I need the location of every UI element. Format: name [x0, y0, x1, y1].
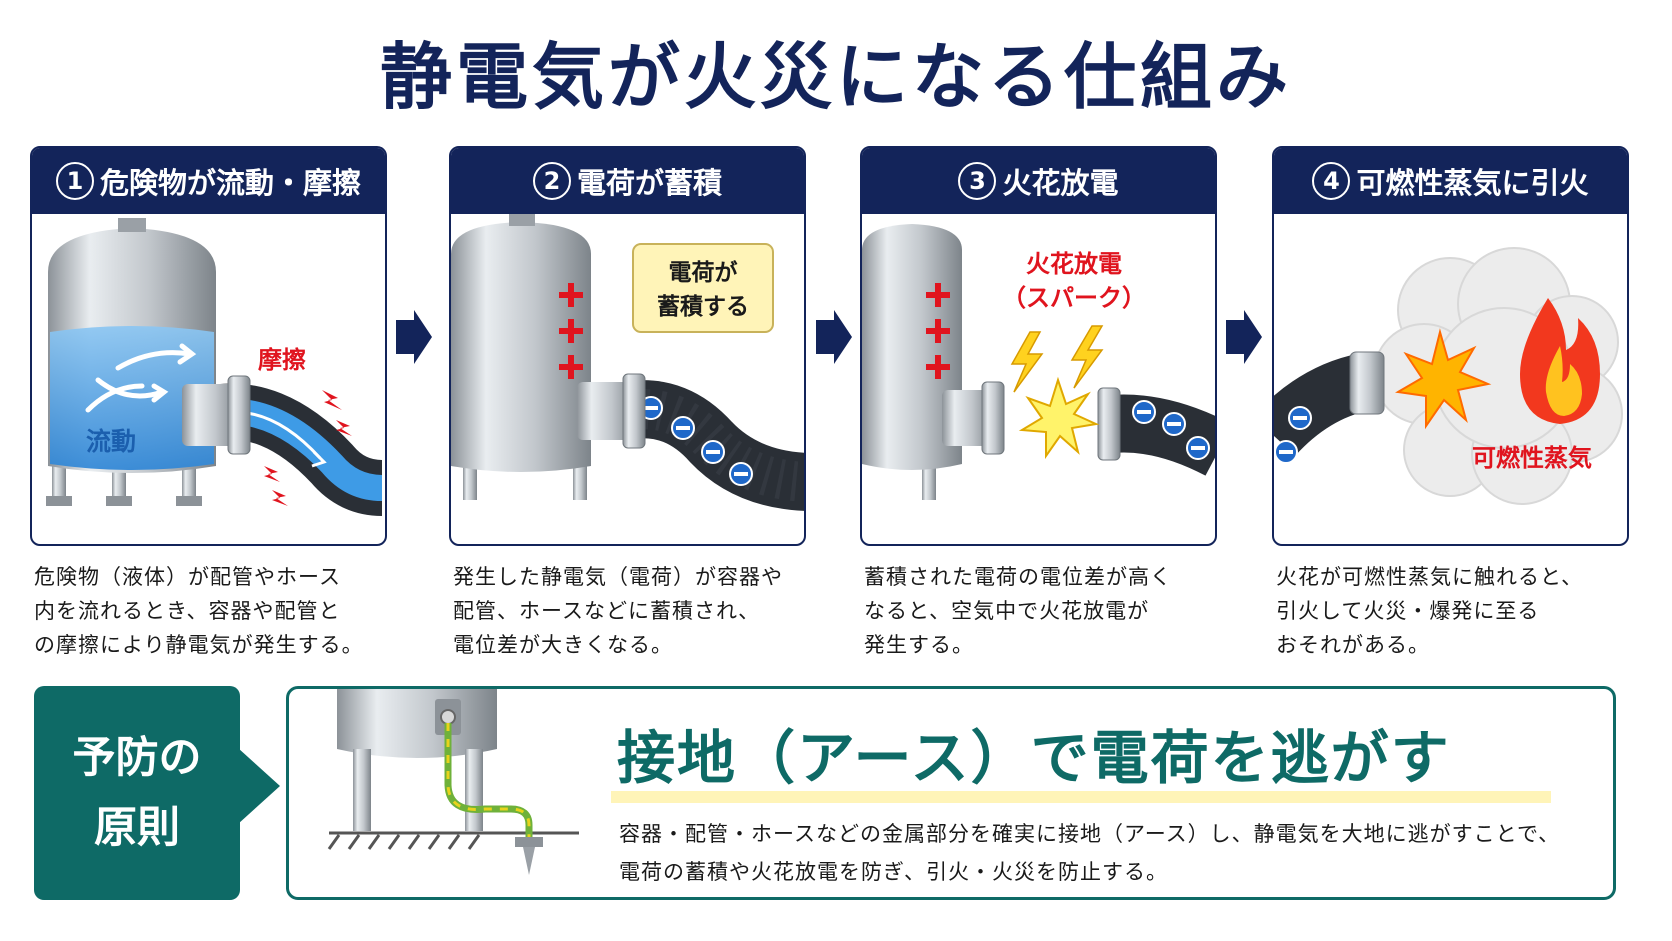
desc-line: 危険物（液体）が配管やホース	[34, 565, 341, 589]
friction-spark-icon	[264, 390, 352, 506]
step-2-description: 発生した静電気（電荷）が容器や 配管、ホースなどに蓄積され、 電位差が大きくなる…	[449, 560, 806, 662]
next-step-arrow-icon	[816, 310, 852, 364]
next-step-arrow-icon	[396, 310, 432, 364]
negative-charge-icon	[1132, 400, 1210, 460]
step-1: 1 危険物が流動・摩擦	[30, 146, 387, 662]
next-step-arrow-icon	[1226, 310, 1262, 364]
step-3-heading: 3 火花放電	[862, 148, 1215, 214]
step-4-description: 火花が可燃性蒸気に触れると、 引火して火災・爆発に至る おそれがある。	[1272, 560, 1629, 662]
spark-burst-icon	[1395, 328, 1492, 430]
step-number-badge: 2	[532, 162, 571, 200]
desc-line: 電位差が大きくなる。	[453, 633, 673, 657]
desc-line: おそれがある。	[1276, 633, 1430, 657]
desc-line: 配管、ホースなどに蓄積され、	[453, 599, 761, 623]
ground-hatch-icon	[327, 831, 579, 850]
prevention-arrow-icon	[238, 748, 280, 824]
flow-friction-illustration: 流動 摩擦	[46, 218, 384, 516]
desc-line: の摩擦により静電気が発生する。	[34, 633, 364, 657]
charge-accumulation-illustration: 電荷が 蓄積する	[451, 214, 804, 511]
step-2-heading: 2 電荷が蓄積	[451, 148, 804, 214]
step-title: 可燃性蒸気に引火	[1356, 166, 1589, 200]
step-title: 火花放電	[1002, 166, 1119, 200]
page-title: 静電気が火災になる仕組み	[379, 35, 1292, 119]
step-3-card: 3 火花放電	[860, 146, 1217, 546]
charge-callout	[632, 243, 774, 333]
prevention-label-line: 原則	[94, 803, 180, 853]
pipe-flange-icon	[182, 375, 251, 455]
step-4-card: 4 可燃性蒸気に引火 可燃性蒸気	[1272, 146, 1629, 546]
spark-label: （スパーク）	[1002, 284, 1146, 312]
tank-icon	[862, 224, 962, 500]
vapor-label: 可燃性蒸気	[1472, 444, 1592, 472]
desc-line: 容器・配管・ホースなどの金属部分を確実に接地（アース）し、静電気を大地に逃がすこ…	[619, 822, 1561, 846]
ignition-illustration: 可燃性蒸気	[1274, 247, 1623, 505]
step-3-description: 蓄積された電荷の電位差が高く なると、空気中で火花放電が 発生する。	[860, 560, 1217, 662]
step-1-description: 危険物（液体）が配管やホース 内を流れるとき、容器や配管と の摩擦により静電気が…	[30, 560, 387, 662]
positive-charge-icon	[926, 283, 950, 379]
callout-line: 蓄積する	[657, 294, 749, 320]
spark-burst-icon	[1018, 376, 1100, 460]
flow-label: 流動	[86, 427, 136, 456]
grounding-illustration	[327, 689, 579, 875]
desc-line: 火花が可燃性蒸気に触れると、	[1276, 565, 1584, 589]
step-number-badge: 3	[958, 162, 997, 200]
desc-line: 引火して火災・爆発に至る	[1276, 599, 1540, 623]
negative-charge-icon	[1274, 406, 1312, 464]
hose-icon	[1274, 351, 1385, 456]
desc-line: 蓄積された電荷の電位差が高く	[864, 565, 1172, 589]
desc-line: なると、空気中で火花放電が	[864, 599, 1150, 623]
desc-line: 電荷の蓄積や火花放電を防ぎ、引火・火災を防止する。	[619, 860, 1168, 884]
prevention-description: 容器・配管・ホースなどの金属部分を確実に接地（アース）し、静電気を大地に逃がすこ…	[619, 815, 1560, 891]
spark-label: 火花放電	[1026, 250, 1122, 278]
flame-icon	[1520, 298, 1600, 424]
pipe-flange-icon	[942, 381, 1005, 455]
step-4-heading: 4 可燃性蒸気に引火	[1274, 148, 1627, 214]
prevention-label-line: 予防の	[72, 733, 202, 783]
title-highlight	[611, 791, 1551, 803]
step-2-card: 2 電荷が蓄積	[449, 146, 806, 546]
pipe-flange-icon	[577, 373, 646, 449]
tank-icon	[451, 214, 591, 500]
prevention-label-box: 予防の 原則	[34, 686, 240, 900]
callout-line: 電荷が	[669, 259, 738, 286]
step-1-card: 1 危険物が流動・摩擦	[30, 146, 387, 546]
step-number-badge: 4	[1312, 162, 1351, 200]
step-title: 危険物が流動・摩擦	[99, 166, 361, 200]
step-number-badge: 1	[55, 162, 94, 200]
friction-label: 摩擦	[258, 346, 306, 374]
step-2: 2 電荷が蓄積	[449, 146, 806, 662]
spark-discharge-illustration: 火花放電 （スパーク）	[862, 224, 1215, 500]
step-title: 電荷が蓄積	[576, 166, 722, 200]
prevention-panel: 接地（アース）で電荷を逃がす 容器・配管・ホースなどの金属部分を確実に接地（アー…	[286, 686, 1616, 900]
flow-arrows-icon	[85, 343, 197, 413]
step-4: 4 可燃性蒸気に引火 可燃性蒸気 火花	[1272, 146, 1629, 662]
prevention-title: 接地（アース）で電荷を逃がす	[617, 724, 1451, 792]
desc-line: 発生する。	[864, 633, 974, 657]
lightning-icon	[1010, 325, 1104, 393]
step-3: 3 火花放電	[860, 146, 1217, 662]
ground-wire-icon	[435, 699, 543, 875]
negative-charge-icon	[639, 396, 753, 486]
desc-line: 内を流れるとき、容器や配管と	[34, 599, 341, 623]
positive-charge-icon	[559, 283, 583, 379]
step-1-heading: 1 危険物が流動・摩擦	[32, 148, 385, 214]
desc-line: 発生した静電気（電荷）が容器や	[453, 565, 783, 589]
